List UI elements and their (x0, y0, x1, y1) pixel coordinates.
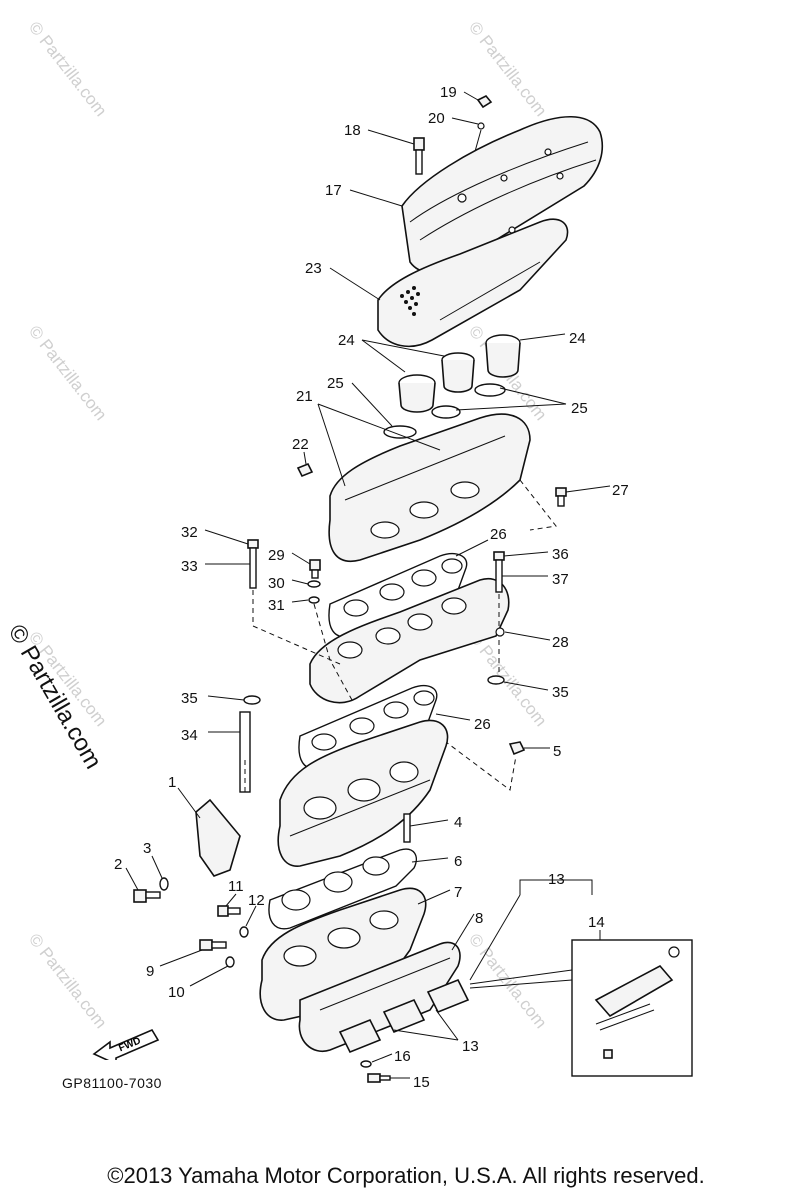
throttle-body-assembly[interactable] (277, 719, 449, 867)
bolt-part-15[interactable] (367, 1073, 391, 1083)
washer-part-16[interactable] (360, 1060, 372, 1068)
callout-28: 28 (552, 634, 569, 651)
bolt-part-11[interactable] (217, 905, 241, 917)
bolt-part-9[interactable] (199, 939, 227, 951)
bolt-part-27[interactable] (555, 487, 567, 507)
callout-1: 1 (168, 774, 176, 791)
bracket-part-1[interactable] (195, 798, 241, 877)
callout-21: 21 (296, 388, 313, 405)
callout-35: 35 (552, 684, 569, 701)
washer-part-20[interactable] (477, 122, 485, 130)
callout-31: 31 (268, 597, 285, 614)
callout-17: 17 (325, 182, 342, 199)
fitting-part-22[interactable] (296, 462, 314, 478)
forward-arrow-icon: FWD (92, 1028, 160, 1060)
washer-part-10[interactable] (225, 956, 235, 968)
bolt-part-18[interactable] (413, 137, 425, 175)
callout-10: 10 (168, 984, 185, 1001)
callout-7: 7 (454, 884, 462, 901)
callout-34: 34 (181, 727, 198, 744)
callout-13: 13 (462, 1038, 479, 1055)
washer-part-12[interactable] (239, 926, 249, 938)
callout-3: 3 (143, 840, 151, 857)
nut-part-5[interactable] (508, 741, 526, 756)
callout-16: 16 (394, 1048, 411, 1065)
clamp-part-25[interactable] (383, 383, 506, 439)
callout-29: 29 (268, 547, 285, 564)
callout-37: 37 (552, 571, 569, 588)
bolt-part-29[interactable] (309, 559, 321, 579)
washer-part-31[interactable] (308, 596, 320, 604)
callout-4: 4 (454, 814, 462, 831)
callout-22: 22 (292, 436, 309, 453)
callout-36: 36 (552, 546, 569, 563)
callout-23: 23 (305, 260, 322, 277)
callout-6: 6 (454, 853, 462, 870)
screw-part-19[interactable] (463, 91, 493, 109)
clip-part-35-right[interactable] (487, 675, 505, 685)
callout-26: 26 (474, 716, 491, 733)
copyright-text: ©2013 Yamaha Motor Corporation, U.S.A. A… (107, 1163, 705, 1188)
manifold-part-21[interactable] (328, 413, 531, 562)
callout-27: 27 (612, 482, 629, 499)
callout-12: 12 (248, 892, 265, 909)
callout-25: 25 (571, 400, 588, 417)
callout-19: 19 (440, 84, 457, 101)
callout-24: 24 (338, 332, 355, 349)
tube-part-34[interactable] (239, 711, 251, 793)
gasket-part-26-lower[interactable] (298, 684, 438, 770)
diagram-code: GP81100-7030 (62, 1075, 162, 1091)
callout-24: 24 (569, 330, 586, 347)
stud-part-37[interactable] (493, 551, 505, 593)
callout-5: 5 (553, 743, 561, 760)
callout-20: 20 (428, 110, 445, 127)
reed-block-part-8[interactable] (298, 941, 461, 1053)
callout-2: 2 (114, 856, 122, 873)
stud-part-4[interactable] (403, 813, 411, 843)
clip-part-35-left[interactable] (243, 695, 261, 705)
callout-33: 33 (181, 558, 198, 575)
callout-26: 26 (490, 526, 507, 543)
callout-14: 14 (588, 914, 605, 931)
gasket-part-26-upper[interactable] (328, 552, 468, 638)
housing-part-7[interactable] (259, 887, 427, 1021)
callout-35: 35 (181, 690, 198, 707)
funnel-part-24[interactable] (398, 334, 521, 413)
callout-11: 11 (228, 878, 244, 895)
bolt-part-2[interactable] (133, 889, 161, 903)
plate-part-28[interactable] (309, 577, 510, 704)
reed-valve-kit-part-14[interactable] (571, 939, 693, 1077)
callout-18: 18 (344, 122, 361, 139)
washer-part-3[interactable] (159, 877, 169, 891)
gasket-part-6[interactable] (268, 848, 418, 930)
washer-part-30[interactable] (307, 580, 321, 588)
plate-part-23[interactable] (377, 218, 569, 348)
callout-13: 13 (548, 871, 565, 888)
callout-32: 32 (181, 524, 198, 541)
callout-8: 8 (475, 910, 483, 927)
reed-valve-part-13[interactable] (338, 978, 470, 1054)
callout-25: 25 (327, 375, 344, 392)
callout-9: 9 (146, 963, 154, 980)
callout-15: 15 (413, 1074, 430, 1091)
callout-30: 30 (268, 575, 285, 592)
